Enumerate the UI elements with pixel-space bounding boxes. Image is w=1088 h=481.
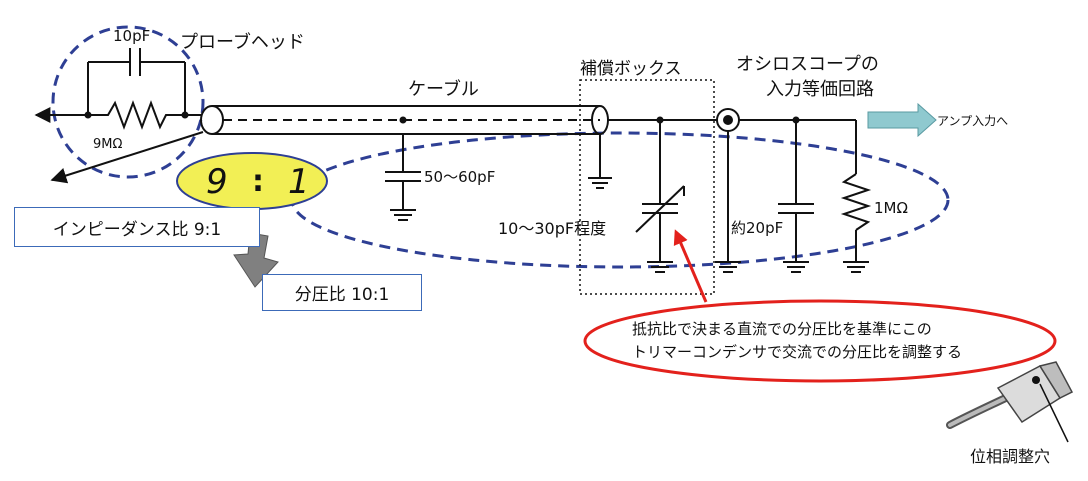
- ratio-1-label: 1: [288, 162, 310, 202]
- shield-ground: [588, 134, 612, 189]
- trimmer-label: 10〜30pF程度: [498, 219, 606, 238]
- scope-resistor: [840, 120, 872, 273]
- cap-scope-label: 約20pF: [731, 219, 783, 237]
- res-1m-label: 1MΩ: [874, 199, 908, 217]
- scope-label-line1: オシロスコープの: [736, 54, 879, 75]
- ground-arrow: [50, 131, 204, 184]
- probe-rc-network: [87, 48, 201, 130]
- scope-capacitor: [778, 120, 814, 273]
- cap-cable-label: 50〜60pF: [424, 168, 495, 186]
- comp-box-label: 補償ボックス: [580, 59, 682, 79]
- note-line1: 抵抗比で決まる直流での分圧比を基準にこの: [632, 320, 932, 338]
- probe-head-circle: [51, 25, 205, 179]
- probe-head-label: プローブヘッド: [180, 31, 305, 53]
- trimmer-capacitor: [635, 120, 685, 273]
- ratio-9-label: 9: [206, 162, 228, 202]
- cap-10pf-label: 10pF: [113, 27, 150, 45]
- compensation-box-outline: [579, 79, 715, 295]
- amp-input-arrow: [867, 102, 937, 138]
- ratio-colon-label: :: [252, 164, 264, 199]
- bnc-connector: [715, 108, 741, 273]
- impedance-ratio-box: インピーダンス比 9:1: [14, 207, 260, 247]
- cable-label: ケーブル: [408, 78, 479, 100]
- res-9m-label: 9MΩ: [93, 137, 122, 152]
- probe-tip-illustration: [946, 361, 1074, 443]
- cable-capacitor: [385, 134, 421, 221]
- note-arrow: [673, 229, 708, 303]
- note-line2: トリマーコンデンサで交流での分圧比を調整する: [632, 343, 963, 361]
- scope-label-line2: 入力等価回路: [766, 79, 874, 100]
- note-ellipse: [583, 299, 1057, 383]
- coax-cable: [200, 105, 609, 135]
- phase-hole-label: 位相調整穴: [970, 447, 1050, 466]
- divider-ratio-box: 分圧比 10:1: [262, 274, 422, 311]
- amp-input-label: アンプ入力へ: [937, 114, 1008, 128]
